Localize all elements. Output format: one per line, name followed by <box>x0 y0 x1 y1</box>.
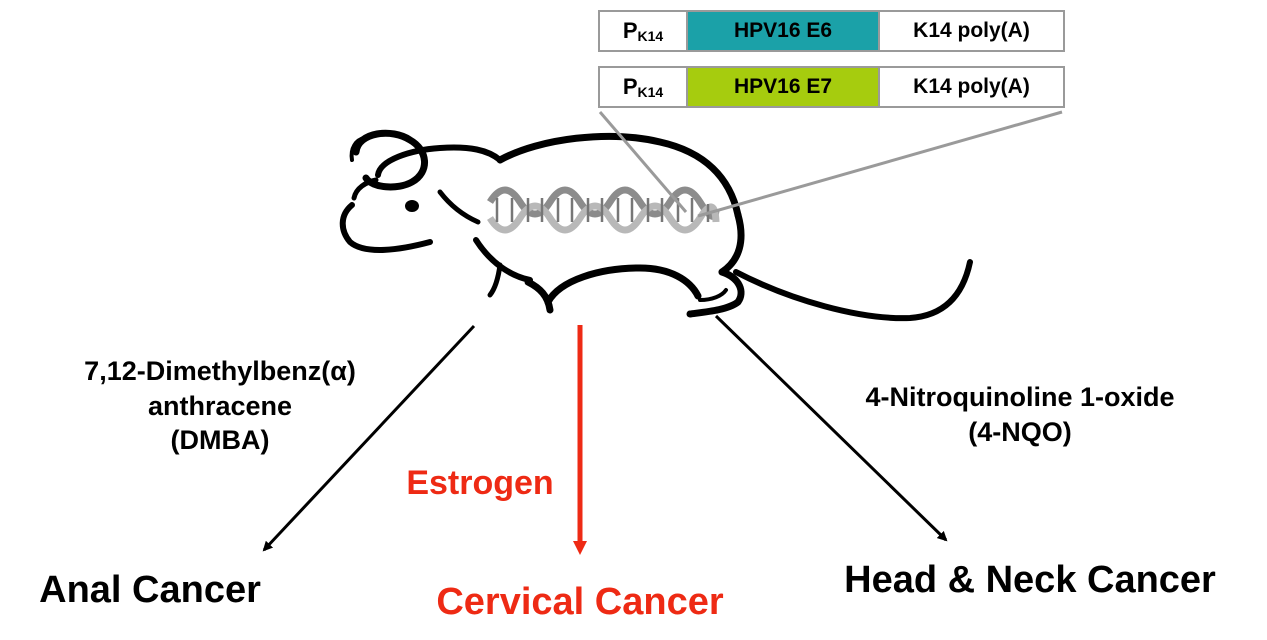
outcome-anal-cancer: Anal Cancer <box>39 569 261 611</box>
outcome-head-neck-cancer: Head & Neck Cancer <box>844 559 1216 601</box>
dmba-label-line1: 7,12-Dimethylbenz(α) <box>84 356 356 386</box>
nqo-label-line2: (4-NQO) <box>968 416 1072 447</box>
dna-helix-icon <box>487 186 720 234</box>
outcome-cervical-cancer: Cervical Cancer <box>436 581 724 623</box>
nqo-label: 4-Nitroquinoline 1-oxide (4-NQO) <box>790 380 1250 449</box>
gene-box-e7: HPV16 E7 <box>688 68 880 106</box>
arrow-to-anal-cancer <box>262 324 476 552</box>
dmba-label-line2: anthracene <box>147 390 293 421</box>
polya-label: K14 poly(A) <box>913 75 1030 98</box>
promoter-label: P <box>622 74 638 99</box>
polya-label: K14 poly(A) <box>913 19 1030 42</box>
dmba-label: 7,12-Dimethylbenz(α) anthracene (DMBA) <box>20 354 420 458</box>
connector-line-right <box>697 110 1063 218</box>
gene-box-e6: HPV16 E6 <box>688 12 880 50</box>
promoter-subscript: K14 <box>637 28 664 44</box>
gene-label: HPV16 E6 <box>733 19 833 42</box>
polya-box: K14 poly(A) <box>880 68 1063 106</box>
promoter-subscript: K14 <box>637 84 664 100</box>
mouse-illustration <box>339 129 973 322</box>
promoter-label: P <box>622 18 638 43</box>
connector-line-left <box>598 111 688 213</box>
nqo-label-line1: 4-Nitroquinoline 1-oxide <box>865 382 1175 412</box>
gene-label: HPV16 E7 <box>733 75 833 98</box>
estrogen-label: Estrogen <box>406 464 554 502</box>
dmba-label-line3: (DMBA) <box>170 425 270 456</box>
arrow-to-head-neck-cancer <box>714 314 948 542</box>
polya-box: K14 poly(A) <box>880 12 1063 50</box>
